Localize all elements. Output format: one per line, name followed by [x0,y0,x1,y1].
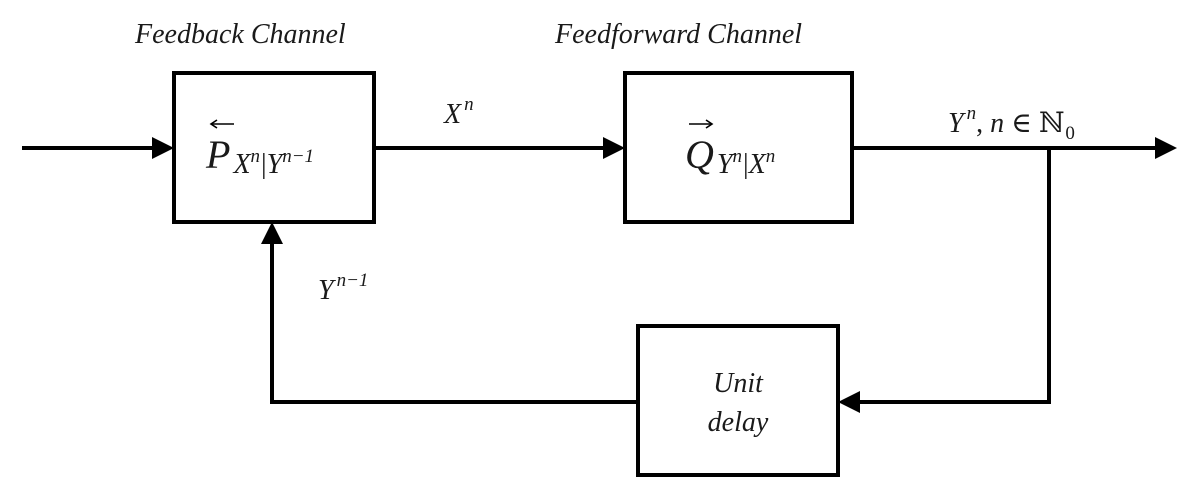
kernel-bar: | [743,149,749,180]
feedback-tap-line [860,148,1051,404]
kernel-sub-x: X [748,149,767,180]
feedback-arrowhead [261,222,283,244]
feedforward-channel-block [623,71,854,224]
feedback-channel-block [172,71,376,224]
kernel-sub-sup-n: n [766,146,776,167]
unit-delay-line1: Unit [713,368,764,399]
kernel-sub-y: Y [267,149,286,180]
kernel-symbol-q: Q [685,132,714,177]
channel-input-arrowhead [603,137,625,159]
feedforward-channel-header: Feedforward Channel [554,19,802,50]
svg-text:QYn|Xn: QYn|Xn [685,132,775,180]
kernel-sub-sup-n-minus-1: n−1 [282,146,314,167]
delay-input-arrowhead [838,391,860,413]
input-arrowhead [152,137,174,159]
feedback-return-line [270,243,638,404]
kernel-sub-x: X [232,149,251,180]
unit-delay-block [636,324,840,477]
kernel-sub-sup-n: n [251,146,261,167]
kernel-sub-y: Y [717,149,736,180]
unit-delay-line2: delay [708,407,769,438]
feedback-channel-header: Feedback Channel [134,19,346,50]
kernel-symbol-p: P [205,132,230,177]
kernel-bar: | [261,149,267,180]
svg-text:PXn|Yn−1: PXn|Yn−1 [205,132,314,180]
output-arrowhead [1155,137,1177,159]
naturals-symbol: ℕ [1039,106,1065,139]
kernel-sub-sup-n: n [732,146,742,167]
